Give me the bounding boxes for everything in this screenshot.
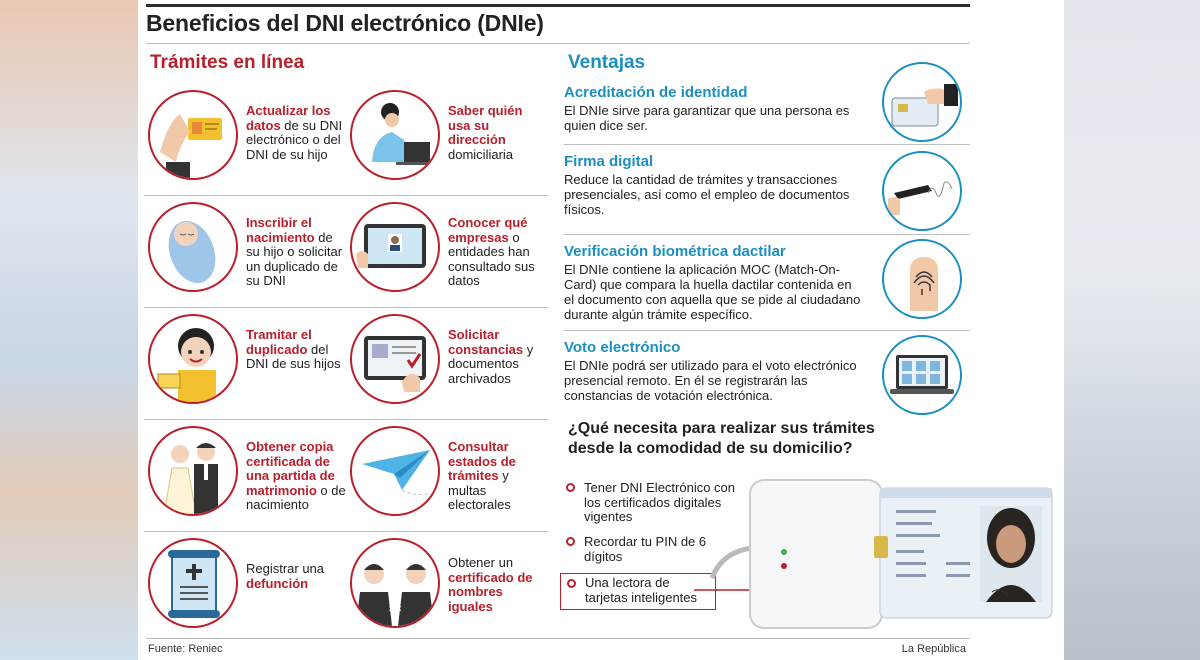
tramite-label: certificado de nombres iguales [448, 569, 533, 614]
tramite-label: Actualizar los datos [246, 103, 331, 133]
svg-text:≠: ≠ [387, 598, 402, 619]
ventaja-text: El DNIe sirve para garantizar que una pe… [564, 103, 850, 133]
tramites-row: Actualizar los datos de su DNI electróni… [144, 84, 548, 196]
ventaja-title: Acreditación de identidad [564, 84, 748, 101]
tramite-duplicado-hijos: Tramitar el duplicado del DNI de sus hij… [144, 308, 344, 418]
tramite-label: Inscribir el nacimiento [246, 215, 315, 245]
tramite-actualizar-datos: Actualizar los datos de su DNI electróni… [144, 84, 344, 194]
pen-signature-icon [882, 151, 962, 231]
usb-cable [709, 545, 753, 579]
tramites-grid: Actualizar los datos de su DNI electróni… [144, 84, 548, 643]
title-divider [146, 43, 970, 44]
card-reader [749, 479, 883, 629]
tramite-inscribir-nacimiento: Inscribir el nacimiento de su hijo o sol… [144, 196, 344, 306]
tramite-partida-matrimonio: Obtener copia certificada de una partida… [144, 420, 346, 530]
tramite-label: Obtener copia certificada de una partida… [246, 439, 335, 498]
wedding-couple-icon [148, 426, 238, 516]
tramites-row: Tramitar el duplicado del DNI de sus hij… [144, 308, 548, 420]
ventaja-title: Verificación biométrica dactilar [564, 243, 786, 260]
ventaja-firma-digital: Firma digital Reduce la cantidad de trám… [564, 145, 970, 235]
tramite-desc: o de nacimiento [246, 482, 346, 512]
tramite-conocer-empresas: Conocer qué empresas o entidades han con… [346, 196, 546, 306]
tramites-row: Inscribir el nacimiento de su hijo o sol… [144, 196, 548, 308]
reader-led-red [781, 563, 787, 569]
paper-plane-icon [350, 426, 440, 516]
id-card-hand-icon [148, 90, 238, 180]
tramite-solicitar-constancias: Solicitar constancias y documentos archi… [346, 308, 546, 418]
ventaja-acreditacion: Acreditación de identidad El DNIe sirve … [564, 62, 970, 145]
need-text: Recordar tu PIN de 6 dígitos [584, 534, 707, 564]
fingerprint-icon [882, 239, 962, 319]
tramite-label: Solicitar constancias [448, 327, 524, 357]
page-title: Beneficios del DNI electrónico (DNIe) [146, 10, 544, 36]
ventaja-text: El DNIe podrá ser utilizado para el voto… [564, 358, 857, 403]
brand-credit: La República [901, 643, 966, 655]
source-note: Fuente: Reniec [148, 643, 223, 655]
ventaja-text: Reduce la cantidad de trámites y transac… [564, 172, 850, 217]
ventaja-title: Voto electrónico [564, 339, 681, 356]
ventajas-heading: Ventajas [568, 52, 646, 73]
background-left [0, 0, 140, 660]
background-right [1064, 0, 1200, 660]
need-item: Una lectora de tarjetas inteligentes [560, 573, 716, 610]
reader-led-green [781, 549, 787, 555]
need-item: Recordar tu PIN de 6 dígitos [566, 534, 736, 564]
tramite-registrar-defuncion: Registrar una defunción [144, 532, 344, 642]
ventajas-list: Acreditación de identidad El DNIe sirve … [564, 62, 970, 423]
need-item: Tener DNI Electrónico con los certificad… [566, 480, 736, 525]
tramite-desc: domiciliaria [448, 146, 514, 162]
need-text: Tener DNI Electrónico con los certificad… [584, 480, 736, 524]
tramite-desc: Registrar una [246, 561, 325, 576]
child-id-icon [148, 314, 238, 404]
scroll-cross-icon [148, 538, 238, 628]
ventaja-text: El DNIe contiene la aplicación MOC (Matc… [564, 262, 861, 322]
bullet-icon [567, 579, 576, 588]
tramite-desc: de su DNI electrónico o del DNI de su hi… [246, 117, 343, 162]
tramite-desc: de su hijo o solicitar un duplicado de s… [246, 229, 343, 288]
tramite-consultar-estados: Consultar estados de trámites y multas e… [346, 420, 546, 530]
tramites-heading: Trámites en línea [150, 52, 305, 73]
dni-card [874, 487, 1053, 619]
footer-divider [146, 638, 970, 639]
woman-laptop-icon [350, 90, 440, 180]
tramite-nombres-iguales: ≠ Obtener un certificado de nombres igua… [346, 532, 546, 642]
tramites-row: Registrar una defunción ≠ Obtener un cer… [144, 532, 548, 643]
tramite-quien-usa-direccion: Saber quién usa su dirección domiciliari… [346, 84, 546, 194]
infographic: Beneficios del DNI electrónico (DNIe) Tr… [138, 0, 1064, 660]
tablet-document-icon [350, 314, 440, 404]
ventaja-biometrica: Verificación biométrica dactilar El DNIe… [564, 235, 970, 331]
tramite-label: defunción [246, 575, 309, 591]
bullet-icon [566, 483, 575, 492]
bullet-icon [566, 537, 575, 546]
tramite-label: Consultar estados de trámites [448, 439, 516, 483]
baby-icon [148, 202, 238, 292]
tramites-row: Obtener copia certificada de una partida… [144, 420, 548, 532]
tramite-desc: y documentos archivados [448, 341, 534, 386]
ventaja-voto: Voto electrónico El DNIe podrá ser utili… [564, 331, 970, 423]
ventaja-title: Firma digital [564, 153, 654, 170]
tramite-desc: Obtener un [448, 555, 514, 570]
tramite-label: Conocer qué empresas [448, 215, 528, 245]
tramite-desc: o entidades han consultado sus datos [448, 229, 535, 288]
tablet-profile-icon [350, 202, 440, 292]
card-reader-hand-icon [882, 62, 962, 142]
question-heading: ¿Qué necesita para realizar sus trámites… [568, 420, 875, 457]
need-text: Una lectora de tarjetas inteligentes [585, 575, 698, 605]
tramite-desc: del DNI de sus hijos [246, 341, 341, 371]
tramite-label: Saber quién usa su dirección [448, 103, 523, 147]
tramite-desc: y multas electorales [448, 468, 511, 512]
top-rule [146, 4, 970, 7]
laptop-vote-icon [882, 335, 962, 415]
two-men-not-equal-icon: ≠ [350, 538, 440, 628]
tramite-label: Tramitar el duplicado [246, 327, 312, 357]
card-reader-illustration [694, 479, 1053, 629]
